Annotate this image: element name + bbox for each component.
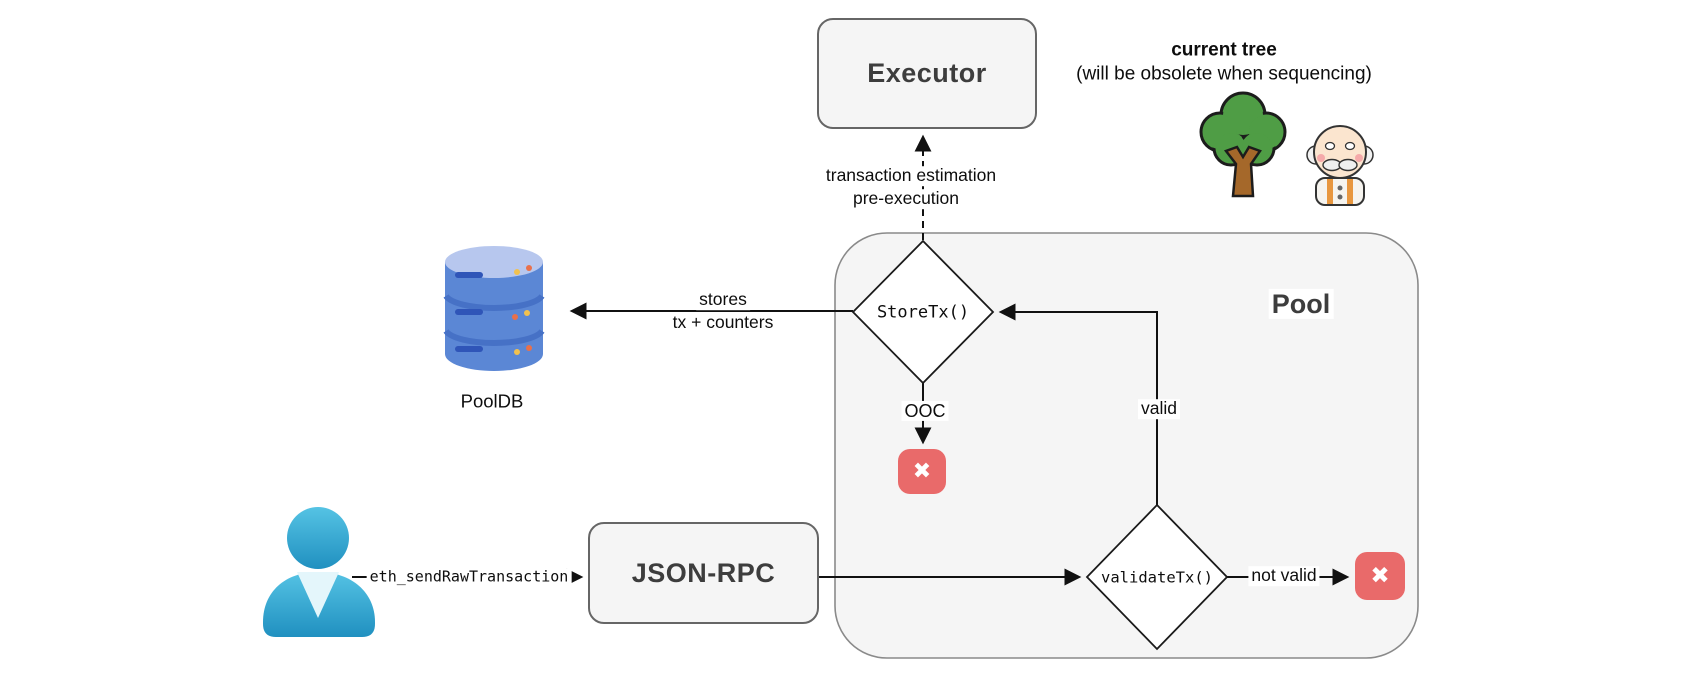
tree-subtitle: (will be obsolete when sequencing)	[1076, 63, 1372, 85]
validatetx-diamond	[1085, 503, 1229, 651]
database-icon	[443, 246, 545, 371]
pooldb-label: PoolDB	[460, 390, 524, 412]
storetx-label: StoreTx()	[876, 302, 970, 323]
executor-node: Executor	[817, 18, 1037, 129]
jsonrpc-node: JSON-RPC	[588, 522, 819, 624]
estimation-label-line2: pre-execution	[849, 189, 963, 209]
pool-container	[834, 232, 1419, 659]
tree-title: current tree	[1171, 39, 1277, 61]
executor-label: Executor	[867, 58, 987, 88]
stores-label-line2: tx + counters	[669, 313, 777, 333]
user-icon	[263, 507, 375, 637]
jsonrpc-label: JSON-RPC	[631, 557, 776, 588]
validatetx-label: validateTx()	[1101, 568, 1213, 587]
ooc-label: OOC	[901, 400, 949, 422]
ooc-reject-icon: ✖	[898, 449, 946, 494]
estimation-label-line1: transaction estimation	[822, 166, 1000, 186]
valid-label: valid	[1138, 399, 1180, 419]
stores-label-line1: stores	[696, 290, 750, 310]
not-valid-label: not valid	[1248, 566, 1320, 586]
old-man-icon	[1306, 125, 1374, 206]
not-valid-reject-icon: ✖	[1355, 552, 1405, 600]
pool-label: Pool	[1268, 288, 1334, 320]
send-raw-tx-label: eth_sendRawTransaction	[366, 568, 572, 586]
storetx-diamond	[851, 239, 995, 385]
edge-valid	[998, 303, 1158, 506]
tree-icon	[1199, 91, 1287, 198]
